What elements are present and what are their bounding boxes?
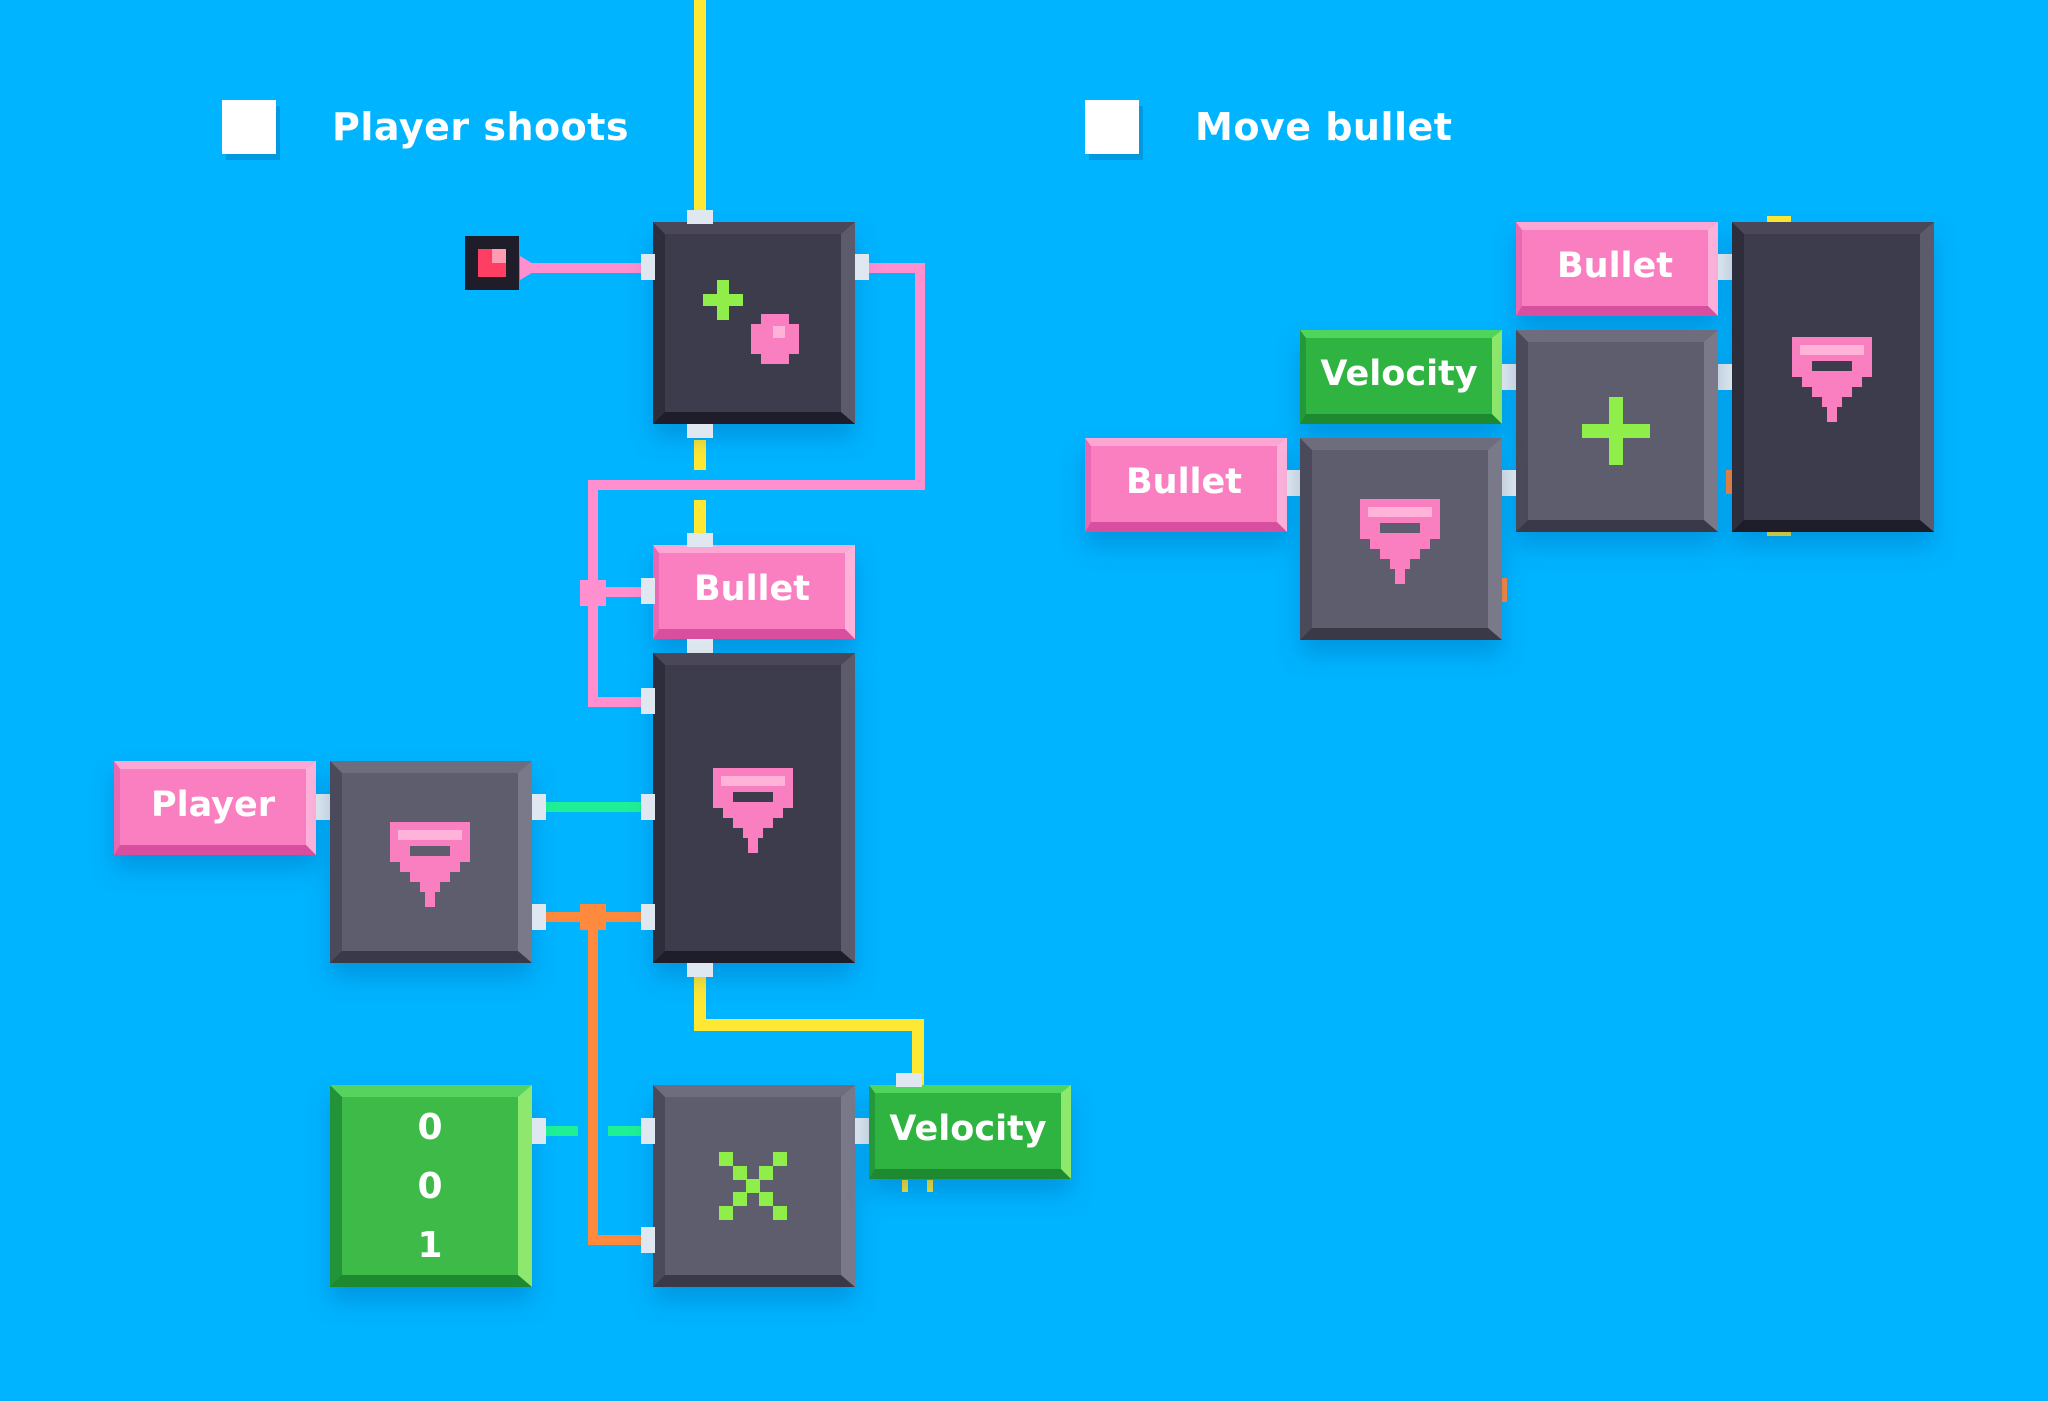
vector-z-value[interactable]: 1 [417, 1224, 443, 1266]
port-bullet-label-right-out[interactable] [1287, 470, 1301, 496]
port-multiply-vector-in[interactable] [641, 1118, 655, 1144]
get-bullet-node[interactable] [1300, 438, 1502, 640]
vector-constant-node[interactable]: 0 0 1 [330, 1085, 532, 1287]
port-player-label-out[interactable] [316, 794, 330, 820]
number-wire-to-multiply [588, 917, 650, 1245]
port-velocity-right-out[interactable] [1502, 364, 1516, 390]
port-bullet-label-in[interactable] [641, 578, 655, 604]
red-square-output-icon [478, 249, 506, 277]
vector-x-value[interactable]: 0 [417, 1106, 443, 1148]
port-player-rotation-out[interactable] [532, 904, 546, 930]
section-title-move-bullet: Move bullet [1195, 105, 1453, 149]
port-bullet-label-flow-in[interactable] [687, 533, 713, 547]
port-velocity-flow-in[interactable] [896, 1073, 922, 1087]
output-node[interactable] [465, 236, 519, 290]
flow-wire-velocity-out [902, 1180, 933, 1192]
section-checkbox-player-shoots[interactable] [222, 100, 276, 154]
pink-entity-pin-icon [713, 768, 793, 853]
port-spawn-entity-loop[interactable] [855, 254, 869, 280]
cross-icon [719, 1152, 787, 1220]
port-multiply-out[interactable] [855, 1118, 869, 1144]
section-checkbox-move-bullet[interactable] [1085, 100, 1139, 154]
entity-wire-spawn-loop [588, 263, 925, 707]
entity-junction [580, 580, 606, 606]
velocity-label-left[interactable]: Velocity [869, 1085, 1071, 1179]
bullet-label-right-top[interactable]: Bullet [1516, 222, 1718, 316]
port-set-entity-in[interactable] [641, 688, 655, 714]
pink-entity-pin-icon [390, 822, 470, 907]
port-spawn-entity-out[interactable] [641, 254, 655, 280]
port-bullet-label-flow-out[interactable] [687, 639, 713, 653]
section-title-player-shoots: Player shoots [332, 105, 630, 149]
set-bullet-node[interactable] [1732, 222, 1934, 532]
port-multiply-rotation-in[interactable] [641, 1227, 655, 1253]
port-vector-out[interactable] [532, 1118, 546, 1144]
port-set-bullet-position-in[interactable] [1718, 364, 1732, 390]
port-set-rotation-in[interactable] [641, 904, 655, 930]
plus-with-dot-icon [703, 280, 799, 364]
velocity-label-right[interactable]: Velocity [1300, 330, 1502, 424]
get-player-node[interactable] [330, 761, 532, 963]
multiply-node[interactable] [653, 1085, 855, 1287]
set-entity-node[interactable] [653, 653, 855, 963]
port-set-position-in[interactable] [641, 794, 655, 820]
add-node[interactable] [1516, 330, 1718, 532]
port-player-position-out[interactable] [532, 794, 546, 820]
port-add-in[interactable] [1502, 470, 1516, 496]
player-label[interactable]: Player [114, 761, 316, 855]
bullet-label-right[interactable]: Bullet [1085, 438, 1287, 532]
port-set-flow-out[interactable] [687, 963, 713, 977]
bullet-label-left[interactable]: Bullet [653, 545, 855, 639]
spawn-node[interactable] [653, 222, 855, 424]
plus-icon [1582, 397, 1650, 465]
number-junction [580, 904, 606, 930]
flow-wire-to-velocity [694, 965, 924, 1090]
port-spawn-flow-out[interactable] [687, 424, 713, 438]
output-arrow [520, 256, 540, 280]
pink-entity-pin-icon [1792, 337, 1872, 422]
pink-entity-pin-icon [1360, 499, 1440, 584]
port-spawn-flow-in[interactable] [687, 210, 713, 224]
port-bullet-label-right-top-out[interactable] [1718, 254, 1732, 280]
vector-y-value[interactable]: 0 [417, 1165, 443, 1207]
